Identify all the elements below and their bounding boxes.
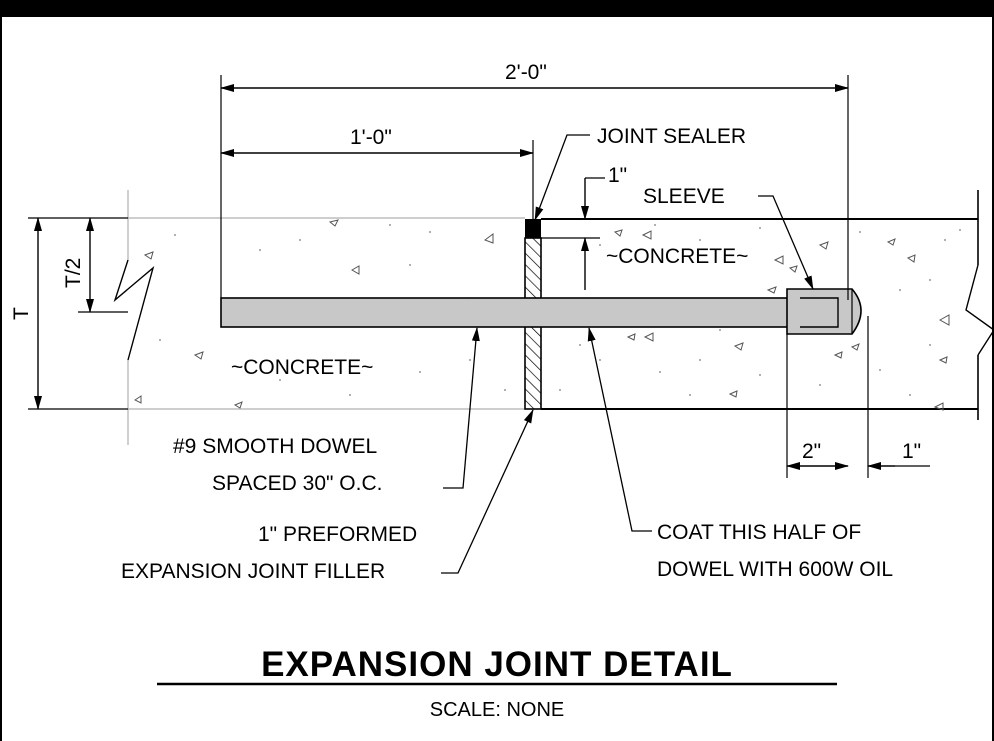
label-coat-line1: COAT THIS HALF OF [657,521,861,544]
leader-dowel [443,327,480,489]
label-filler-line2: EXPANSION JOINT FILLER [121,560,385,583]
dim-sleeve [786,316,930,478]
label-filler-line1: 1" PREFORMED [258,523,417,546]
detail-title: EXPANSION JOINT DETAIL [261,645,733,684]
break-line-left [113,259,155,361]
joint-sealer [525,219,541,238]
right-slab [541,190,994,420]
detail-scale: SCALE: NONE [430,699,564,721]
dim-overall-label: 2'-0" [505,61,547,84]
dim-sleeve-label: 2" [802,440,821,463]
dim-half [220,140,534,219]
dowel-end-in-sleeve [800,297,839,328]
label-dowel-line2: SPACED 30" O.C. [212,472,382,495]
dim-overall [220,75,849,300]
leader-coat [587,327,652,532]
break-line-right [965,264,994,356]
dim-half-label: 1'-0" [350,126,392,149]
dim-thickness-label: T [10,307,33,320]
dowel-bar [220,297,800,328]
label-concrete-left: ~CONCRETE~ [231,356,373,379]
leader-filler [441,409,534,574]
label-joint-sealer: JOINT SEALER [597,125,746,148]
dim-sealer-label: 1" [608,164,627,187]
label-sleeve: SLEEVE [643,185,725,208]
label-dowel-line1: #9 SMOOTH DOWEL [173,435,377,458]
top-border-band [0,0,994,17]
left-slab [113,190,525,445]
aggregate-dots [159,224,961,396]
dim-half-thickness-label: T/2 [62,258,85,288]
leader-joint-sealer [534,134,590,221]
dim-sealer [541,177,605,290]
label-coat-line2: DOWEL WITH 600W OIL [657,558,893,581]
label-concrete-right: ~CONCRETE~ [606,245,748,268]
dim-thickness [28,217,128,410]
dim-gap-label: 1" [902,440,921,463]
leader-sleeve [758,195,814,290]
